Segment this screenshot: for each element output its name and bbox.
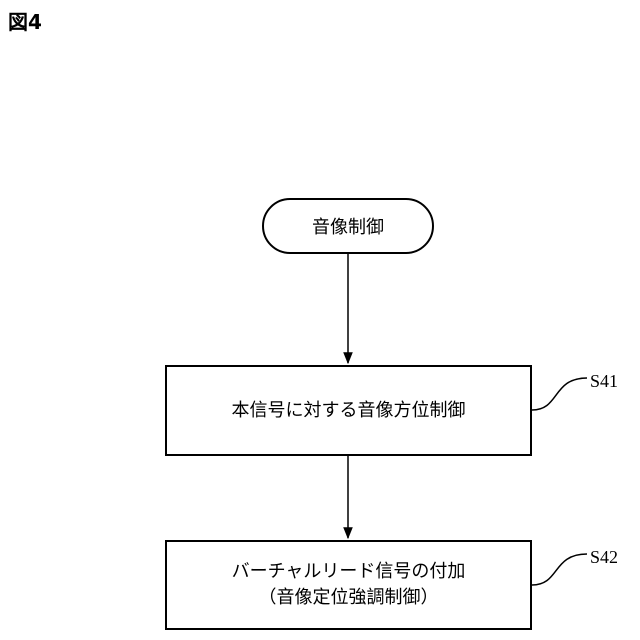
process-box-s42: バーチャルリード信号の付加 （音像定位強調制御） <box>165 540 532 630</box>
process-box-s41: 本信号に対する音像方位制御 <box>165 365 532 456</box>
leader-s42 <box>532 554 587 585</box>
process-text: 本信号に対する音像方位制御 <box>232 398 466 424</box>
process-text: バーチャルリード信号の付加 <box>232 559 466 585</box>
start-label: 音像制御 <box>312 213 384 239</box>
leader-s41 <box>532 378 587 410</box>
step-label-s42: S42 <box>590 547 618 568</box>
start-terminal: 音像制御 <box>262 198 434 254</box>
process-text-sub: （音像定位強調制御） <box>259 585 439 611</box>
step-label-s41: S41 <box>590 371 618 392</box>
